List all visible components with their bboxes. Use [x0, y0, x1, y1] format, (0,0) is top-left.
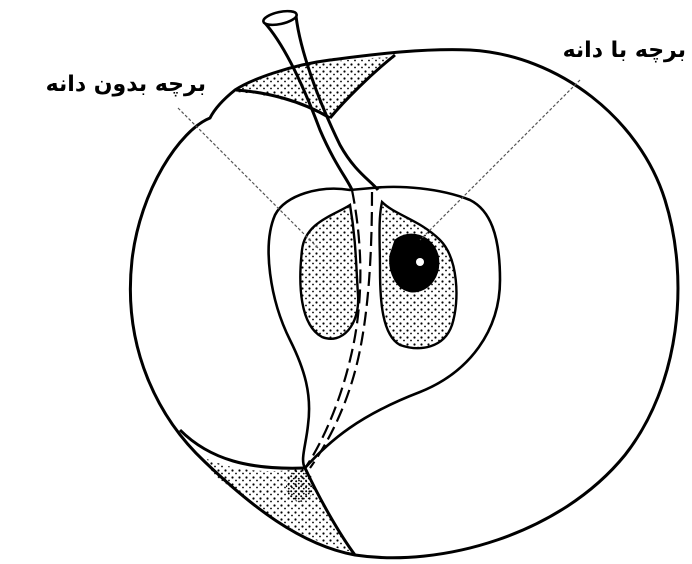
stippled-bottom-region [200, 456, 352, 552]
leader-line-seedless [178, 108, 320, 250]
bottom-left-lobe [180, 430, 305, 468]
stem-tip [262, 9, 298, 28]
leader-line-seeded [420, 80, 580, 240]
bottom-dark-spot [286, 470, 314, 502]
seed [390, 234, 439, 292]
label-carpel-with-seed: برچه با دانه [563, 40, 686, 62]
carpel-without-seed [300, 205, 358, 339]
label-carpel-without-seed: برچه بدون دانه [46, 74, 206, 96]
seed-highlight [416, 258, 424, 266]
